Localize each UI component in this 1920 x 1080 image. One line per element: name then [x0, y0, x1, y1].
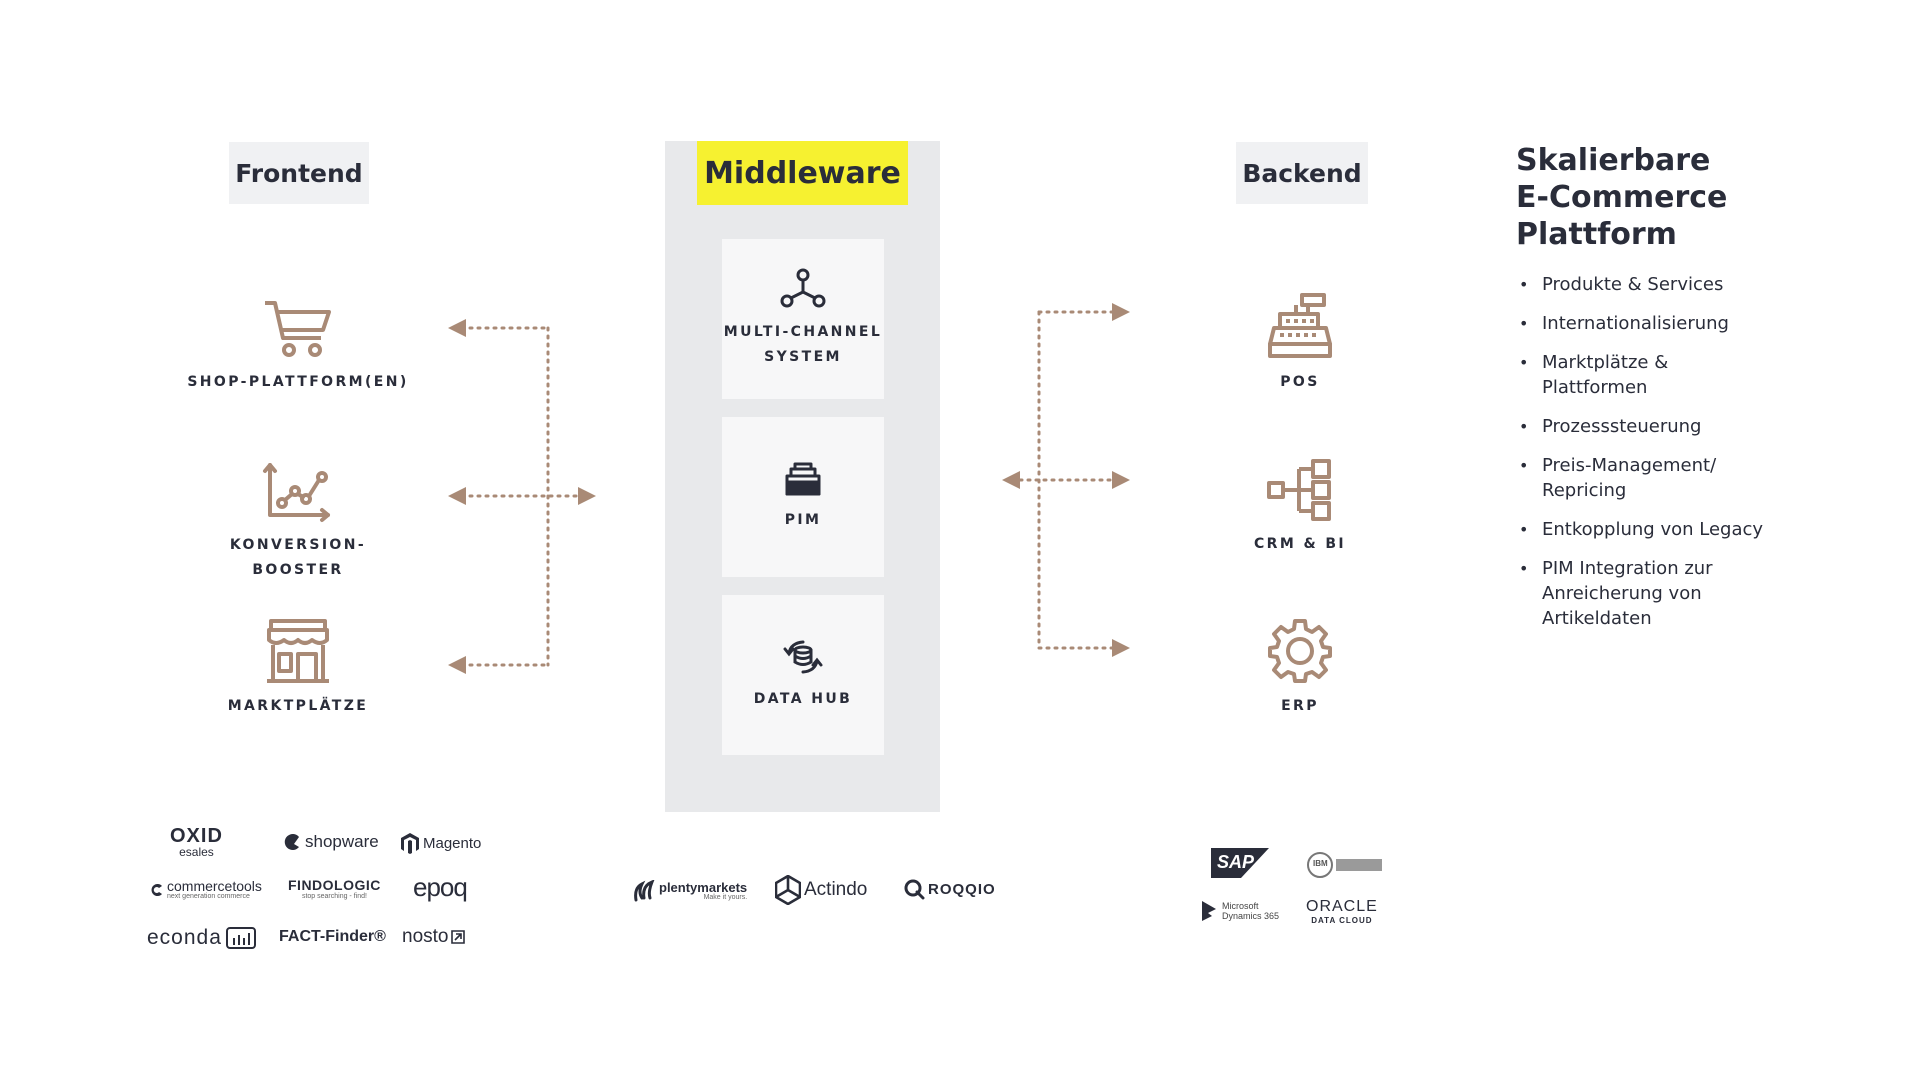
roqqio-logo: ROQQIO	[903, 878, 996, 900]
backend-item-pos: POS	[1190, 292, 1410, 395]
econda-bars-icon	[225, 927, 256, 949]
erp-label: ERP	[1281, 698, 1319, 714]
growth-chart-icon	[263, 463, 330, 522]
inbox-stack-icon	[785, 462, 821, 495]
multichannel-label-line2: SYSTEM	[764, 349, 842, 365]
ibm-circle-icon	[1307, 852, 1333, 878]
konversion-label-line2: BOOSTER	[252, 562, 344, 578]
middleware-header: Middleware	[697, 141, 908, 205]
middleware-card-multichannel: MULTI-CHANNEL SYSTEM	[722, 239, 884, 399]
panel-title: Skalierbare E-Commerce Plattform	[1516, 142, 1816, 253]
list-item: •Entkopplung von Legacy	[1519, 519, 1764, 540]
multichannel-label-line1: MULTI-CHANNEL	[723, 324, 883, 340]
gear-icon	[1268, 619, 1332, 683]
list-item: •Preis-Management/Repricing	[1519, 455, 1717, 501]
epoq-logo: epoq	[413, 872, 468, 902]
panel-title-line3: Plattform	[1516, 217, 1677, 252]
econda-logo: econda	[147, 926, 256, 950]
commercetools-icon	[151, 884, 162, 896]
magento-icon	[401, 833, 419, 854]
cash-register-icon	[1268, 293, 1332, 358]
crm-bi-label: CRM & BI	[1253, 536, 1347, 552]
microsoft-dynamics-logo: Microsoft Dynamics 365	[1200, 900, 1279, 922]
plentymarkets-icon	[634, 880, 655, 902]
commercetools-logo: commercetools next generation commerce	[150, 879, 262, 901]
magento-logo: Magento	[400, 832, 481, 854]
oxid-logo: OXID esales	[170, 825, 223, 859]
network-nodes-icon	[780, 268, 826, 308]
datahub-label: DATA HUB	[753, 690, 853, 707]
frontend-item-marketplaces: MARKTPLÄTZE	[188, 618, 408, 719]
nosto-arrow-icon	[451, 930, 466, 944]
panel-title-line2: E-Commerce	[1516, 180, 1728, 215]
pim-label: PIM	[784, 511, 822, 528]
list-item: •Produkte & Services	[1519, 274, 1724, 295]
database-sync-icon	[783, 640, 823, 673]
shopware-logo: shopware	[282, 832, 379, 852]
roqqio-icon	[904, 879, 925, 900]
middleware-card-pim: PIM	[722, 417, 884, 577]
hierarchy-blocks-icon	[1267, 459, 1331, 521]
sap-logo: SAP	[1211, 848, 1269, 878]
plentymarkets-logo: plentymarkets Make it yours.	[632, 880, 747, 902]
middleware-card-datahub: DATA HUB	[722, 595, 884, 755]
list-item: •Internationalisierung	[1519, 313, 1729, 334]
factfinder-logo: FACT-Finder®	[279, 928, 386, 945]
list-item: •Prozesssteuerung	[1519, 416, 1702, 437]
shop-platform-label: SHOP-PLATTFORM(EN)	[187, 374, 409, 390]
backend-header: Backend	[1236, 142, 1368, 204]
actindo-icon	[775, 875, 801, 905]
feature-list: •Produkte & Services •Internationalisier…	[1516, 272, 1816, 645]
frontend-item-conversion-booster: KONVERSION- BOOSTER	[188, 463, 408, 583]
pos-label: POS	[1280, 374, 1320, 390]
marketplaces-label: MARKTPLÄTZE	[227, 698, 369, 714]
dynamics-icon	[1202, 901, 1216, 921]
shopware-icon	[284, 834, 299, 850]
backend-item-erp: ERP	[1190, 618, 1410, 719]
storefront-icon	[267, 619, 329, 683]
ibm-bar-icon	[1336, 859, 1382, 871]
shopping-cart-icon	[265, 301, 331, 357]
frontend-item-shop-platform: SHOP-PLATTFORM(EN)	[187, 298, 409, 395]
nosto-logo: nosto	[402, 926, 466, 948]
backend-item-crm-bi: CRM & BI	[1190, 458, 1410, 557]
list-item: •Marktplätze &Plattformen	[1519, 352, 1669, 398]
oracle-logo: ORACLE DATA CLOUD	[1306, 898, 1378, 925]
actindo-logo: Actindo	[775, 875, 867, 905]
frontend-header: Frontend	[229, 142, 369, 204]
konversion-label-line1: KONVERSION-	[229, 537, 367, 553]
ibm-logo: IBM	[1306, 851, 1382, 879]
findologic-logo: FINDOLOGIC stop searching - find!	[288, 877, 381, 901]
sap-shape-icon	[1211, 848, 1269, 878]
panel-title-line1: Skalierbare	[1516, 143, 1711, 178]
